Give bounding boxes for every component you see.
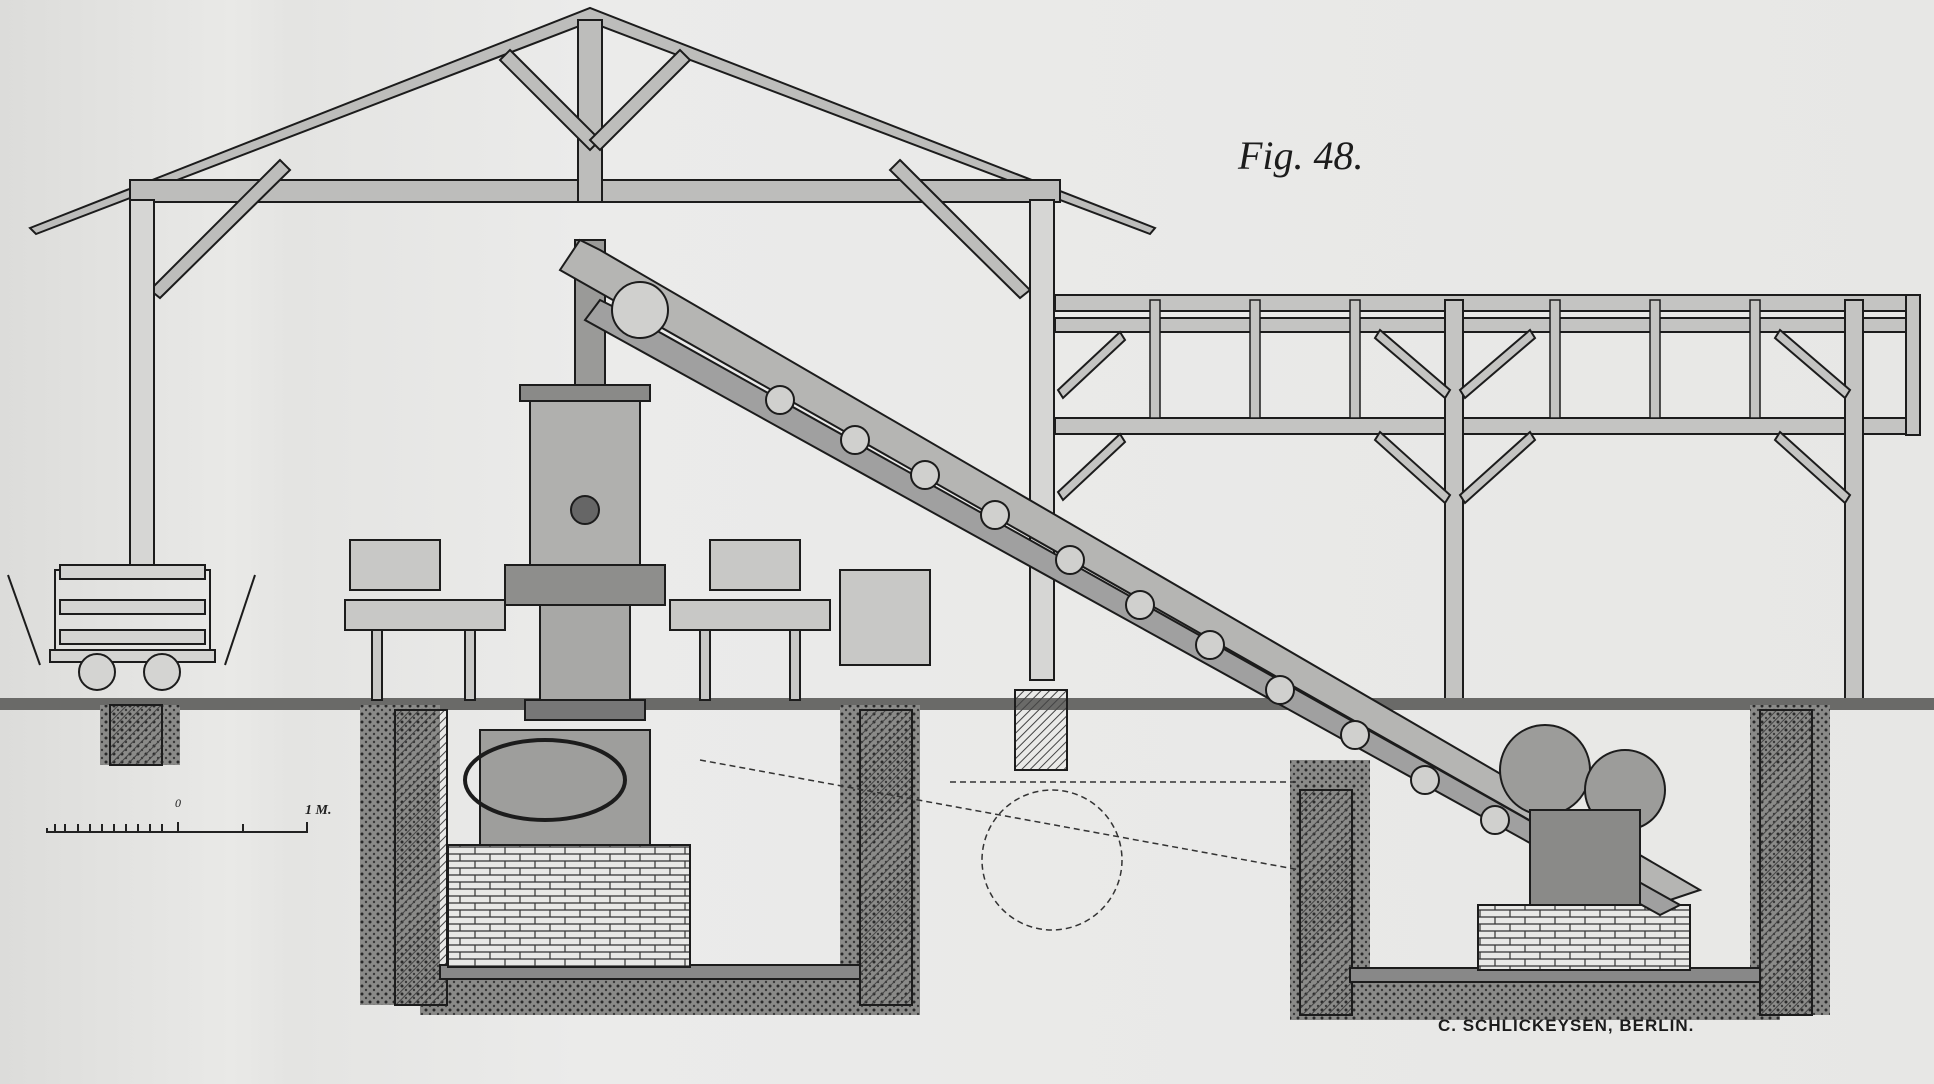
scale-zero-label: 0 (175, 796, 181, 810)
drying-rack-frame (1054, 294, 1921, 701)
inclined-conveyor (558, 238, 1703, 917)
pit-walls (109, 689, 1813, 1016)
conveyor-drive-mechanism (1499, 724, 1666, 906)
engraver-credit: C. SCHLICKEYSEN, BERLIN. (1438, 1016, 1695, 1035)
brick-press-machine (463, 239, 666, 846)
roof-truss (28, 6, 1157, 681)
flywheel-outline (699, 759, 1301, 931)
scale-bar (46, 822, 308, 833)
scale-unit-label: 1 M. (305, 803, 332, 818)
ground-line (0, 698, 1934, 710)
press-brick-foundation (447, 844, 691, 968)
brick-cart (7, 564, 256, 691)
drive-brick-foundation (1477, 904, 1691, 971)
press-side-tables (344, 539, 931, 701)
figure-title: Fig. 48. (1238, 133, 1364, 178)
